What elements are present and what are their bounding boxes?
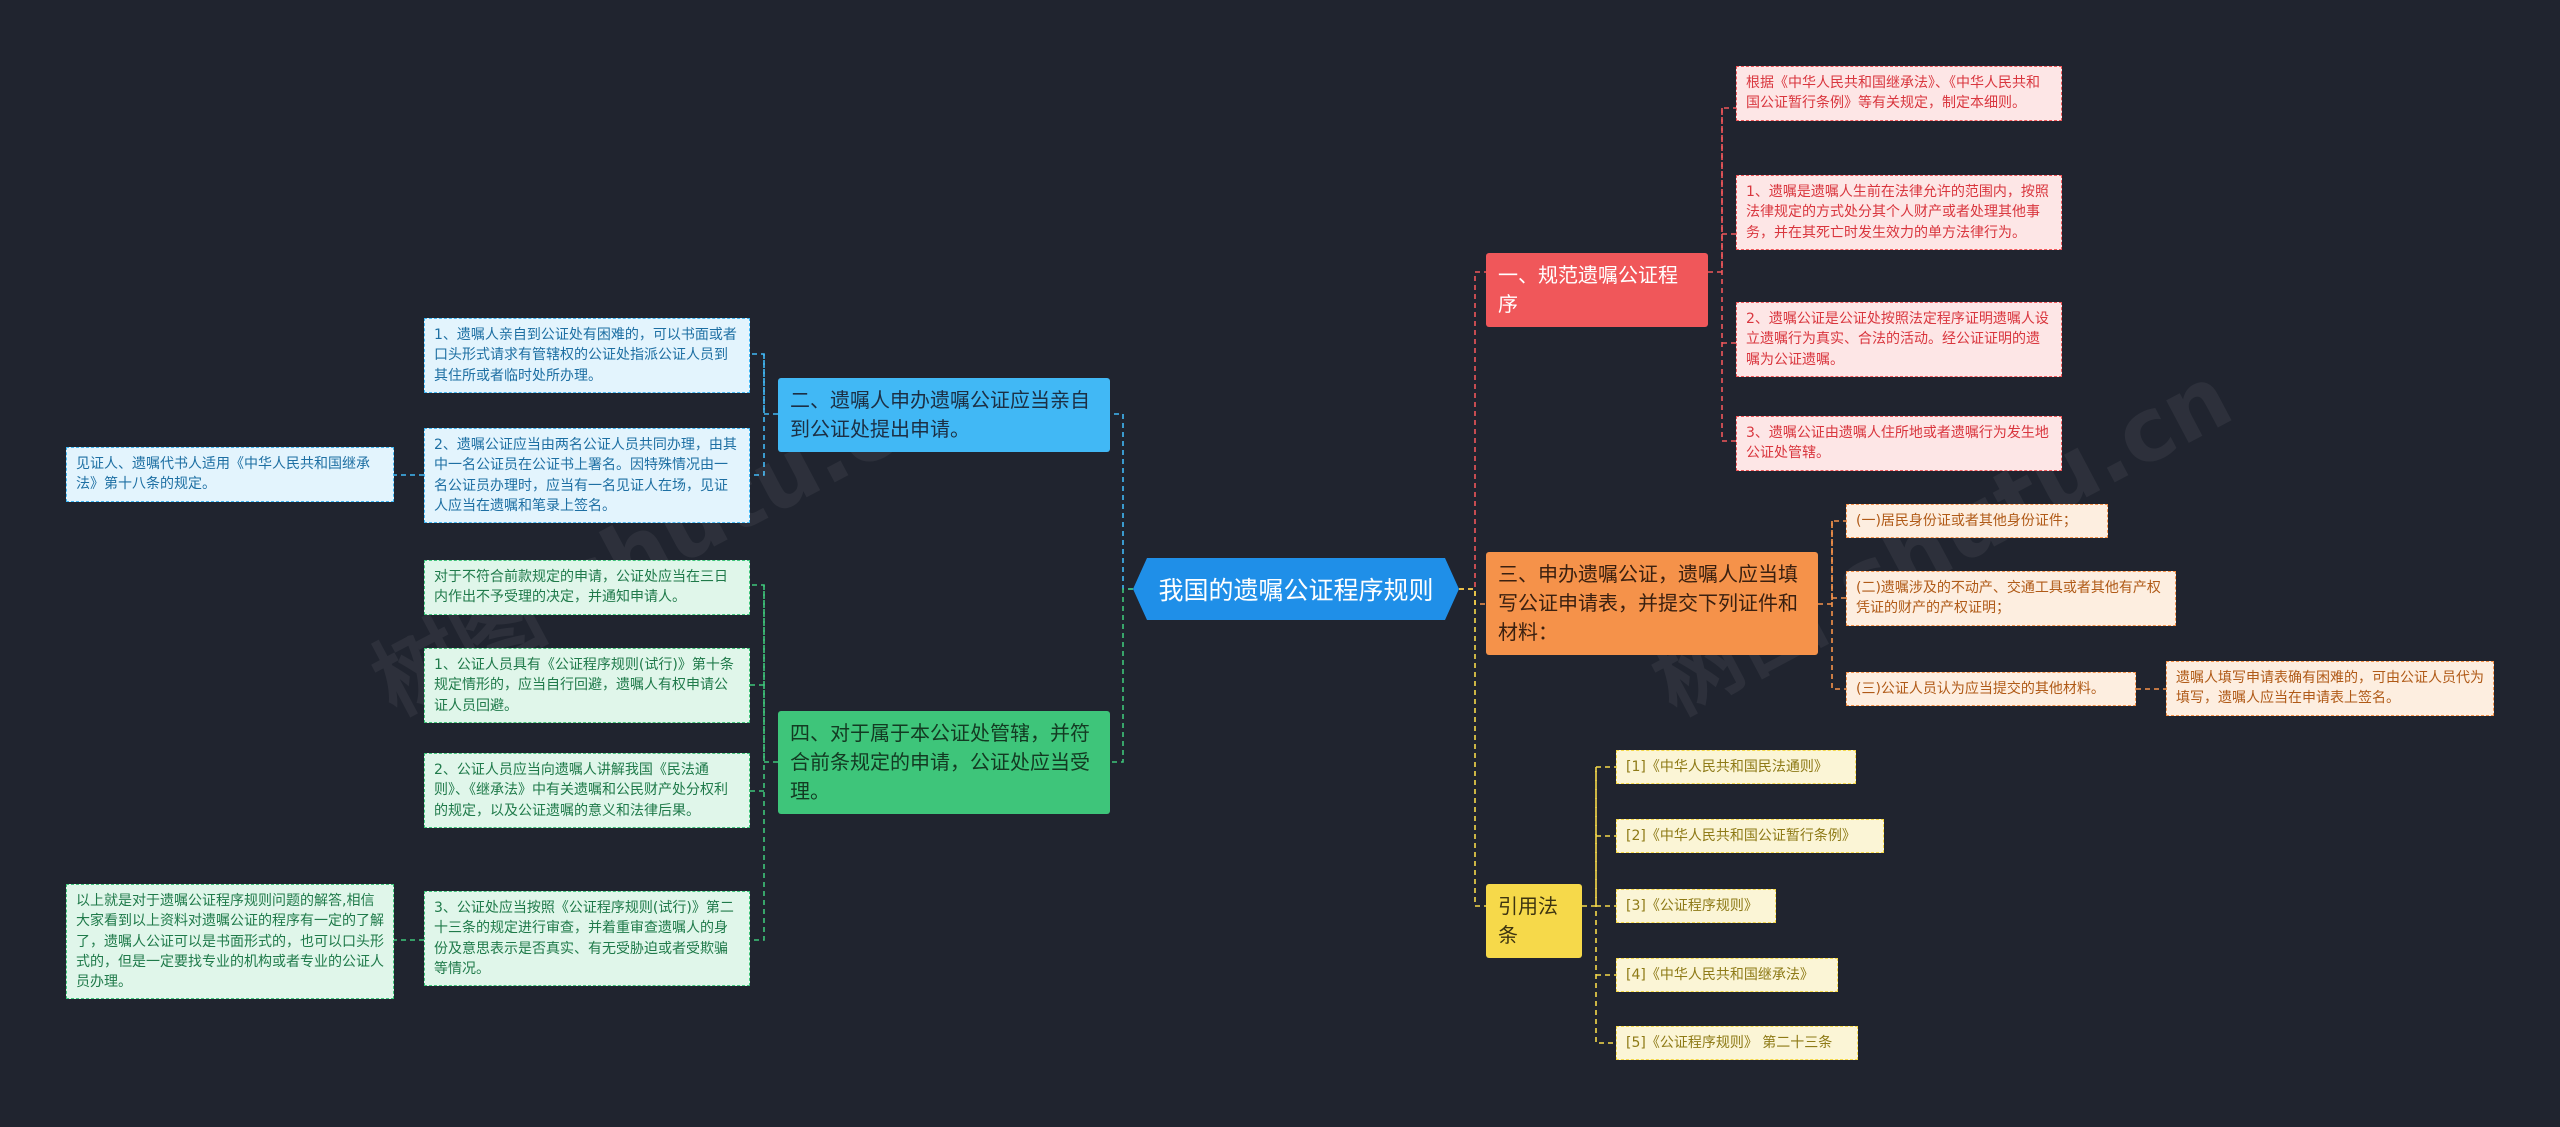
branch-4-leaf-1[interactable]: 对于不符合前款规定的申请，公证处应当在三日内作出不予受理的决定，并通知申请人。 — [424, 560, 750, 615]
branch-1-leaf-1[interactable]: 根据《中华人民共和国继承法》、《中华人民共和国公证暂行条例》等有关规定，制定本细… — [1736, 66, 2062, 121]
citation-2[interactable]: [2]《中华人民共和国公证暂行条例》 — [1616, 819, 1884, 854]
citation-5[interactable]: [5]《公证程序规则》 第二十三条 — [1616, 1026, 1858, 1061]
branch-1-leaf-2[interactable]: 1、遗嘱是遗嘱人生前在法律允许的范围内，按照法律规定的方式处分其个人财产或者处理… — [1736, 175, 2062, 250]
root-topic[interactable]: 我国的遗嘱公证程序规则 — [1133, 558, 1459, 620]
branch-4-sub-leaf[interactable]: 以上就是对于遗嘱公证程序规则问题的解答,相信大家看到以上资料对遗嘱公证的程序有一… — [66, 884, 394, 1000]
branch-3-leaf-2[interactable]: (二)遗嘱涉及的不动产、交通工具或者其他有产权凭证的财产的产权证明； — [1846, 571, 2176, 626]
branch-2-leaf-2[interactable]: 2、遗嘱公证应当由两名公证人员共同办理，由其中一名公证员在公证书上署名。因特殊情… — [424, 428, 750, 524]
branch-4-leaf-2[interactable]: 1、公证人员具有《公证程序规则(试行)》第十条规定情形的，应当自行回避，遗嘱人有… — [424, 648, 750, 723]
branch-3-topic[interactable]: 三、申办遗嘱公证，遗嘱人应当填写公证申请表，并提交下列证件和材料： — [1486, 552, 1818, 655]
citation-4[interactable]: [4]《中华人民共和国继承法》 — [1616, 958, 1838, 993]
citation-3[interactable]: [3]《公证程序规则》 — [1616, 889, 1776, 924]
branch-5-topic[interactable]: 引用法条 — [1486, 884, 1582, 958]
branch-4-leaf-3[interactable]: 2、公证人员应当向遗嘱人讲解我国《民法通则》、《继承法》中有关遗嘱和公民财产处分… — [424, 753, 750, 828]
branch-3-sub-leaf[interactable]: 遗嘱人填写申请表确有困难的，可由公证人员代为填写，遗嘱人应当在申请表上签名。 — [2166, 661, 2494, 716]
branch-1-leaf-3[interactable]: 2、遗嘱公证是公证处按照法定程序证明遗嘱人设立遗嘱行为真实、合法的活动。经公证证… — [1736, 302, 2062, 377]
branch-3-leaf-1[interactable]: (一)居民身份证或者其他身份证件； — [1846, 504, 2108, 539]
branch-3-leaf-3[interactable]: (三)公证人员认为应当提交的其他材料。 — [1846, 672, 2136, 707]
branch-4-leaf-4[interactable]: 3、公证处应当按照《公证程序规则(试行)》第二十三条的规定进行审查，并着重审查遗… — [424, 891, 750, 987]
branch-2-topic[interactable]: 二、遗嘱人申办遗嘱公证应当亲自到公证处提出申请。 — [778, 378, 1110, 452]
branch-4-topic[interactable]: 四、对于属于本公证处管辖，并符合前条规定的申请，公证处应当受理。 — [778, 711, 1110, 814]
branch-1-topic[interactable]: 一、规范遗嘱公证程序 — [1486, 253, 1708, 327]
branch-2-sub-leaf[interactable]: 见证人、遗嘱代书人适用《中华人民共和国继承法》第十八条的规定。 — [66, 447, 394, 502]
branch-2-leaf-1[interactable]: 1、遗嘱人亲自到公证处有困难的，可以书面或者口头形式请求有管辖权的公证处指派公证… — [424, 318, 750, 393]
branch-1-leaf-4[interactable]: 3、遗嘱公证由遗嘱人住所地或者遗嘱行为发生地公证处管辖。 — [1736, 416, 2062, 471]
citation-1[interactable]: [1]《中华人民共和国民法通则》 — [1616, 750, 1856, 785]
